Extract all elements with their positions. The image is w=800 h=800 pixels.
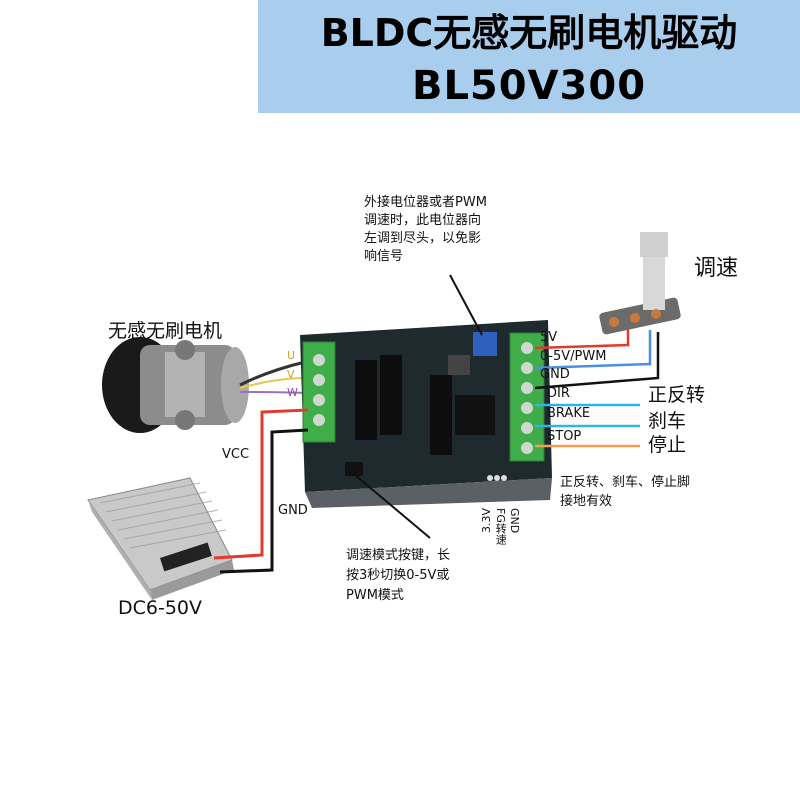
header-3v-label: 3.3V: [480, 508, 493, 534]
power-supply: [87, 477, 234, 600]
vcc-label: VCC: [222, 447, 250, 462]
brake-cn-label: 刹车: [648, 410, 687, 432]
pin-5v-label: 5V: [540, 330, 558, 345]
phase-w-label: W: [287, 386, 298, 399]
speed-label: 调速: [694, 256, 739, 281]
pot-note-line-2: 调速时，此电位器向: [364, 213, 482, 228]
header-fg-label: FG转速: [494, 508, 508, 545]
pin-dir-label: DIR: [547, 386, 570, 401]
title-line-1: BLDC无感无刷电机驱动: [320, 11, 738, 55]
title-line-2: BL50V300: [411, 63, 647, 109]
power-label: DC6-50V: [118, 597, 203, 619]
ground-note-line-1: 正反转、刹车、停止脚: [560, 475, 691, 490]
phase-u-label: U: [287, 349, 296, 362]
button-note-pointer: [354, 474, 431, 539]
bldc-motor: [102, 337, 249, 433]
pot-note-line-4: 响信号: [364, 249, 404, 264]
pin-signal-label: 0-5V/PWM: [540, 349, 607, 364]
header-gnd-label: GND: [508, 508, 522, 534]
pin-brake-label: BRAKE: [547, 406, 591, 421]
onboard-potentiometer: [473, 332, 497, 356]
right-terminal-block: [509, 332, 545, 462]
motor-label: 无感无刷电机: [108, 320, 223, 342]
pot-note-line-1: 外接电位器或者PWM: [364, 195, 487, 210]
fwd-rev-label: 正反转: [648, 384, 706, 406]
driver-board: [300, 320, 552, 508]
gnd-left-label: GND: [278, 503, 308, 518]
title-banner: [258, 0, 800, 113]
ground-note-line-2: 接地有效: [560, 494, 613, 509]
pin-stop-label: STOP: [547, 429, 582, 444]
button-note-line-2: 按3秒切换0-5V或: [346, 568, 450, 583]
pot-note-line-3: 左调到尽头，以免影: [364, 231, 482, 246]
phase-v-label: V: [287, 368, 295, 381]
pot-note-pointer: [449, 274, 483, 336]
stop-cn-label: 停止: [648, 434, 687, 456]
button-note-line-3: PWM模式: [346, 588, 404, 603]
mode-button: [345, 462, 363, 476]
external-potentiometer: [599, 232, 681, 335]
button-note-line-1: 调速模式按键，长: [346, 548, 451, 563]
pin-gnd-label: GND: [540, 367, 570, 382]
